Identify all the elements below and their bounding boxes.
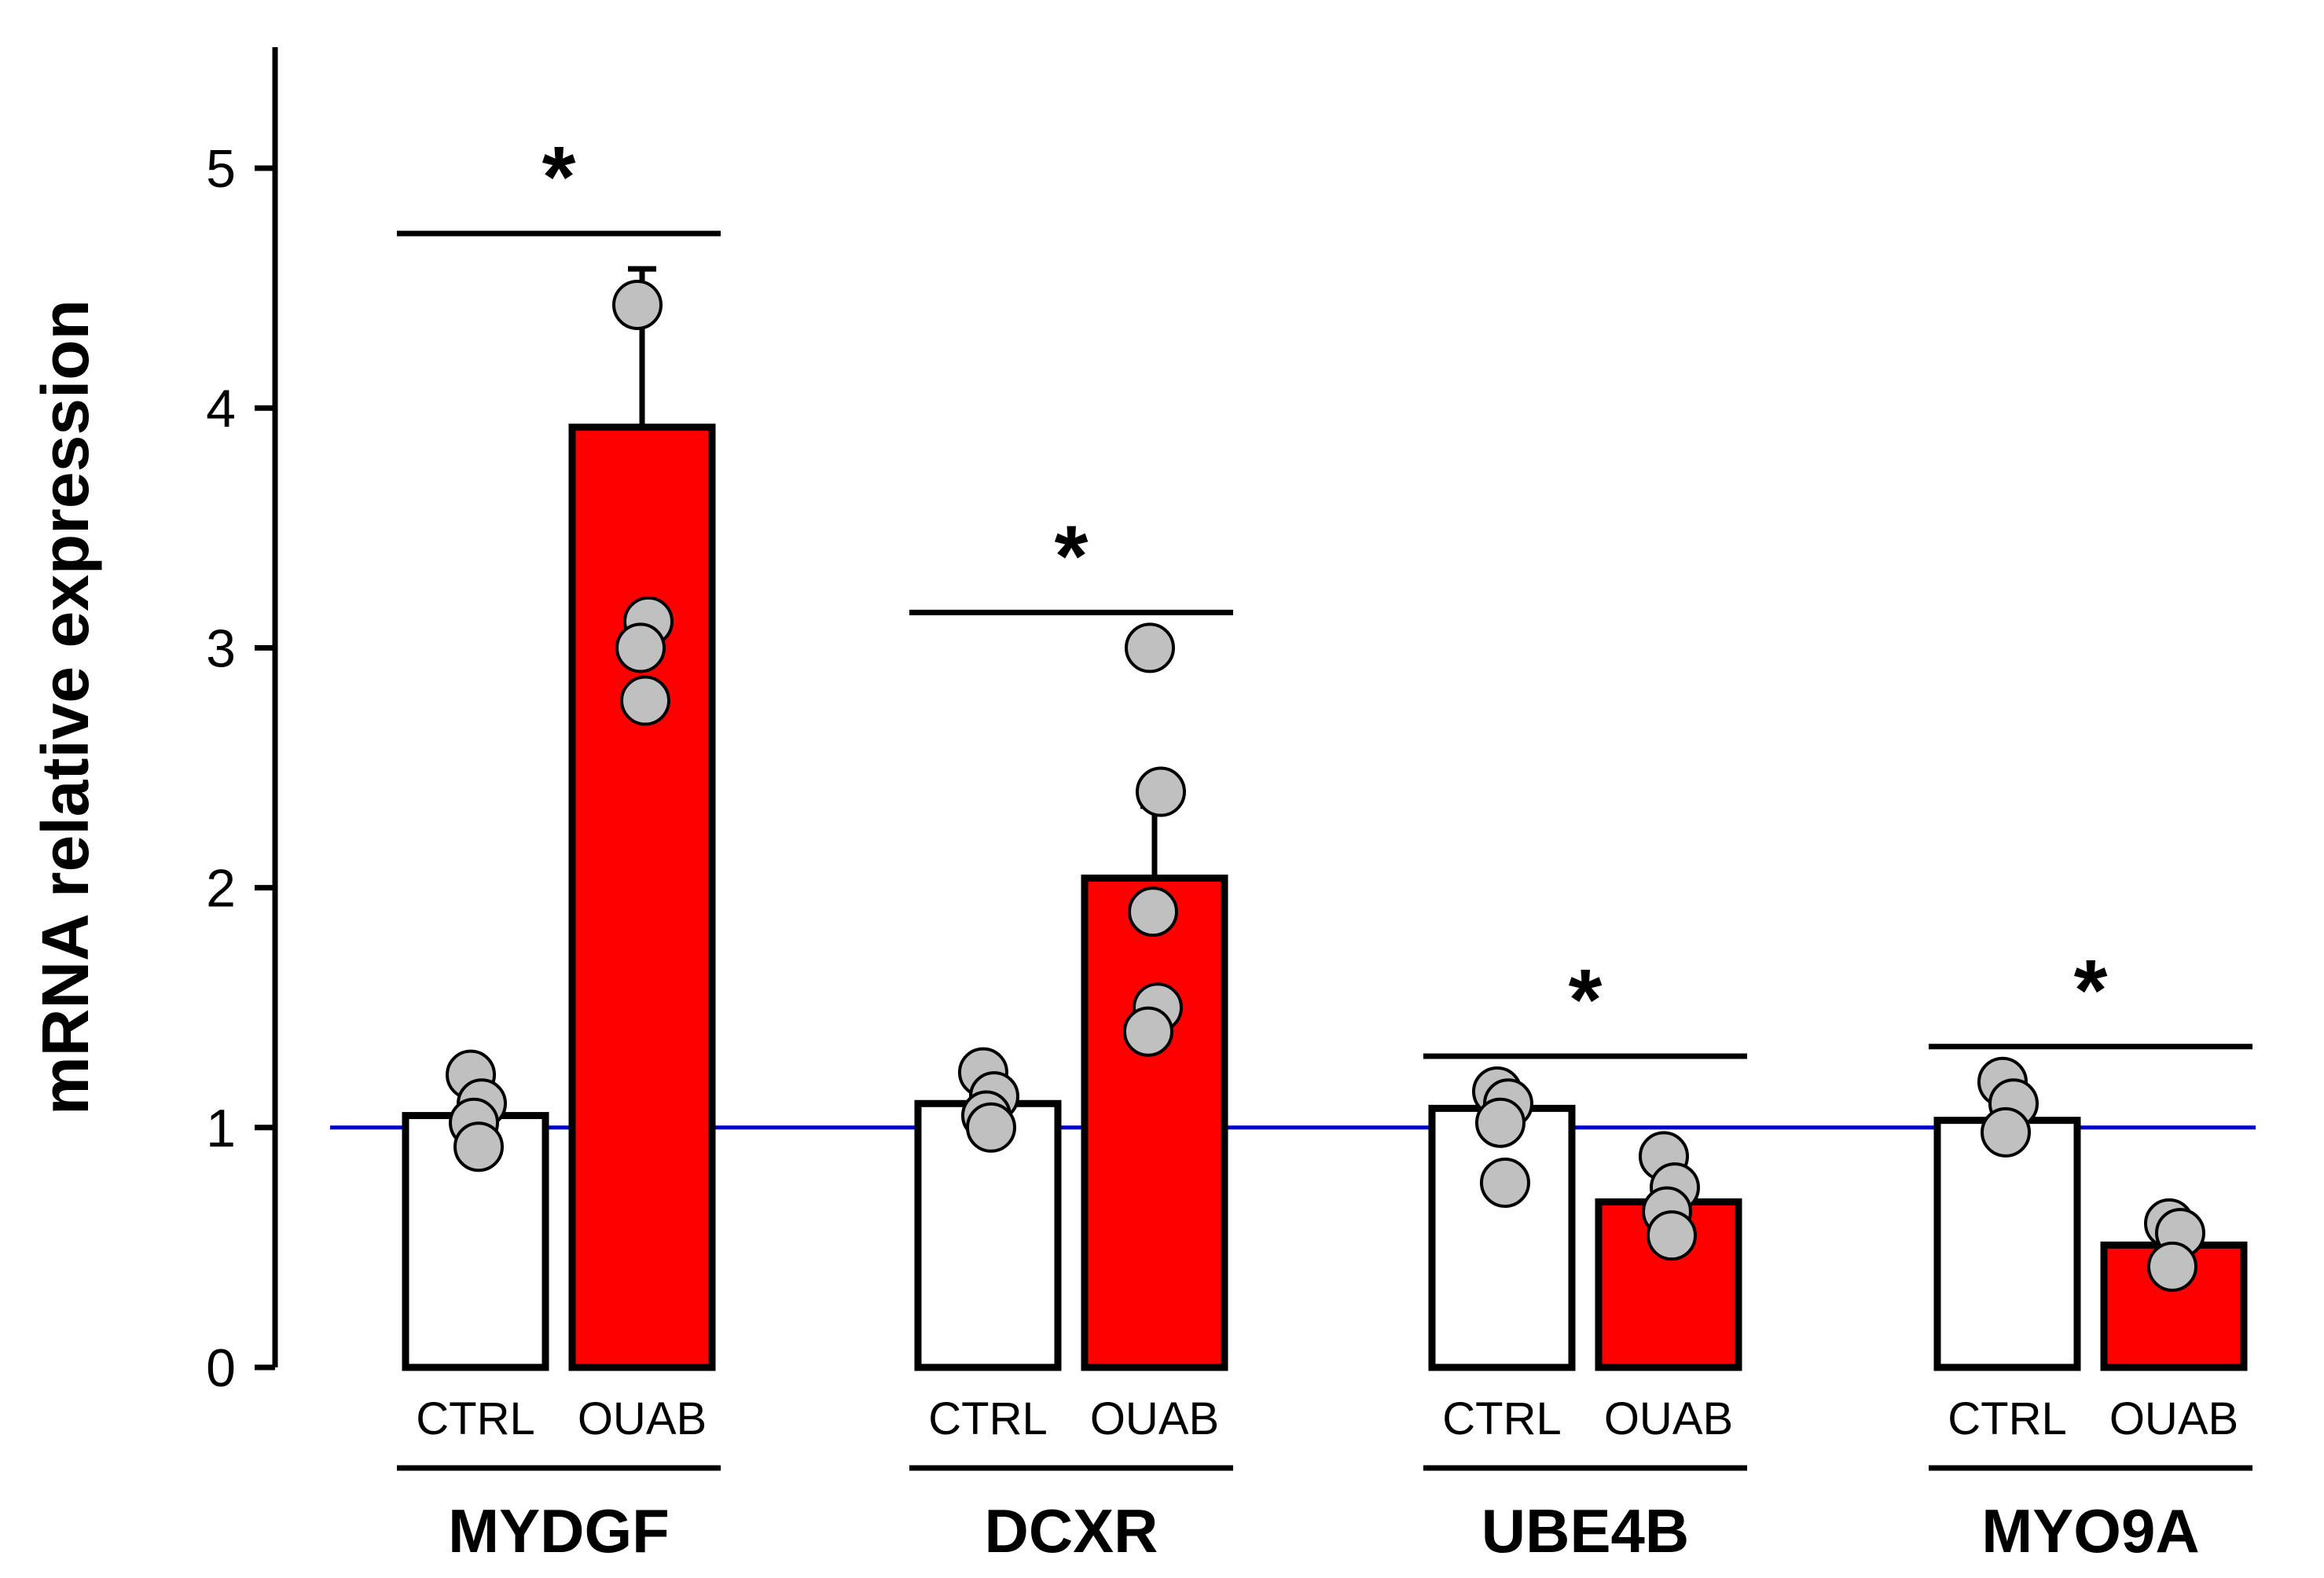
condition-label: OUAB: [1090, 1393, 1219, 1444]
category-labels: CTRL OUAB MYDGF CTRL OUAB DCXR CTRL OUAB UBE4B CT…: [397, 1393, 2252, 1565]
data-point: [620, 675, 670, 726]
significance-star: *: [2074, 942, 2108, 1039]
data-point: [1480, 1157, 1530, 1208]
bar-ouab: [1081, 874, 1228, 1371]
data-point: [1123, 1006, 1173, 1057]
significance-annotations: * * * *: [397, 129, 2252, 1059]
y-tick-label: 2: [206, 859, 236, 919]
condition-label: OUAB: [578, 1393, 707, 1444]
bars-layer: [402, 266, 2248, 1371]
data-point: [1128, 886, 1178, 938]
condition-label: CTRL: [416, 1393, 534, 1444]
y-tick-label: 5: [206, 139, 236, 199]
significance-star: *: [1569, 952, 1603, 1048]
y-tick-label: 1: [206, 1099, 236, 1158]
data-point: [1981, 1106, 2031, 1158]
data-point: [966, 1102, 1016, 1153]
condition-label: CTRL: [1948, 1393, 2066, 1444]
condition-label: OUAB: [2109, 1393, 2238, 1444]
y-tick-label: 4: [206, 379, 236, 439]
gene-label: DCXR: [984, 1496, 1158, 1565]
y-tick-label: 3: [206, 618, 236, 678]
data-point: [2147, 1241, 2197, 1292]
y-axis-label: mRNA relative expression: [28, 299, 102, 1115]
significance-star: *: [542, 129, 576, 226]
data-point: [615, 622, 666, 673]
gene-label: UBE4B: [1481, 1496, 1689, 1565]
data-point: [1475, 1097, 1525, 1148]
data-point: [1125, 622, 1175, 673]
condition-label: CTRL: [928, 1393, 1047, 1444]
points-layer: [446, 279, 2205, 1292]
y-axis: 0 1 2 3 4 5: [206, 47, 278, 1398]
gene-label: MYO9A: [1981, 1496, 2199, 1565]
y-tick-label: 0: [206, 1338, 236, 1398]
data-point: [1647, 1210, 1697, 1261]
gene-label: MYDGF: [448, 1496, 670, 1565]
condition-label: OUAB: [1604, 1393, 1733, 1444]
bar-ouab: [568, 424, 716, 1371]
data-point: [1136, 766, 1186, 817]
significance-star: *: [1055, 508, 1089, 604]
data-point: [612, 279, 663, 330]
data-point: [453, 1121, 504, 1172]
condition-label: CTRL: [1442, 1393, 1561, 1444]
